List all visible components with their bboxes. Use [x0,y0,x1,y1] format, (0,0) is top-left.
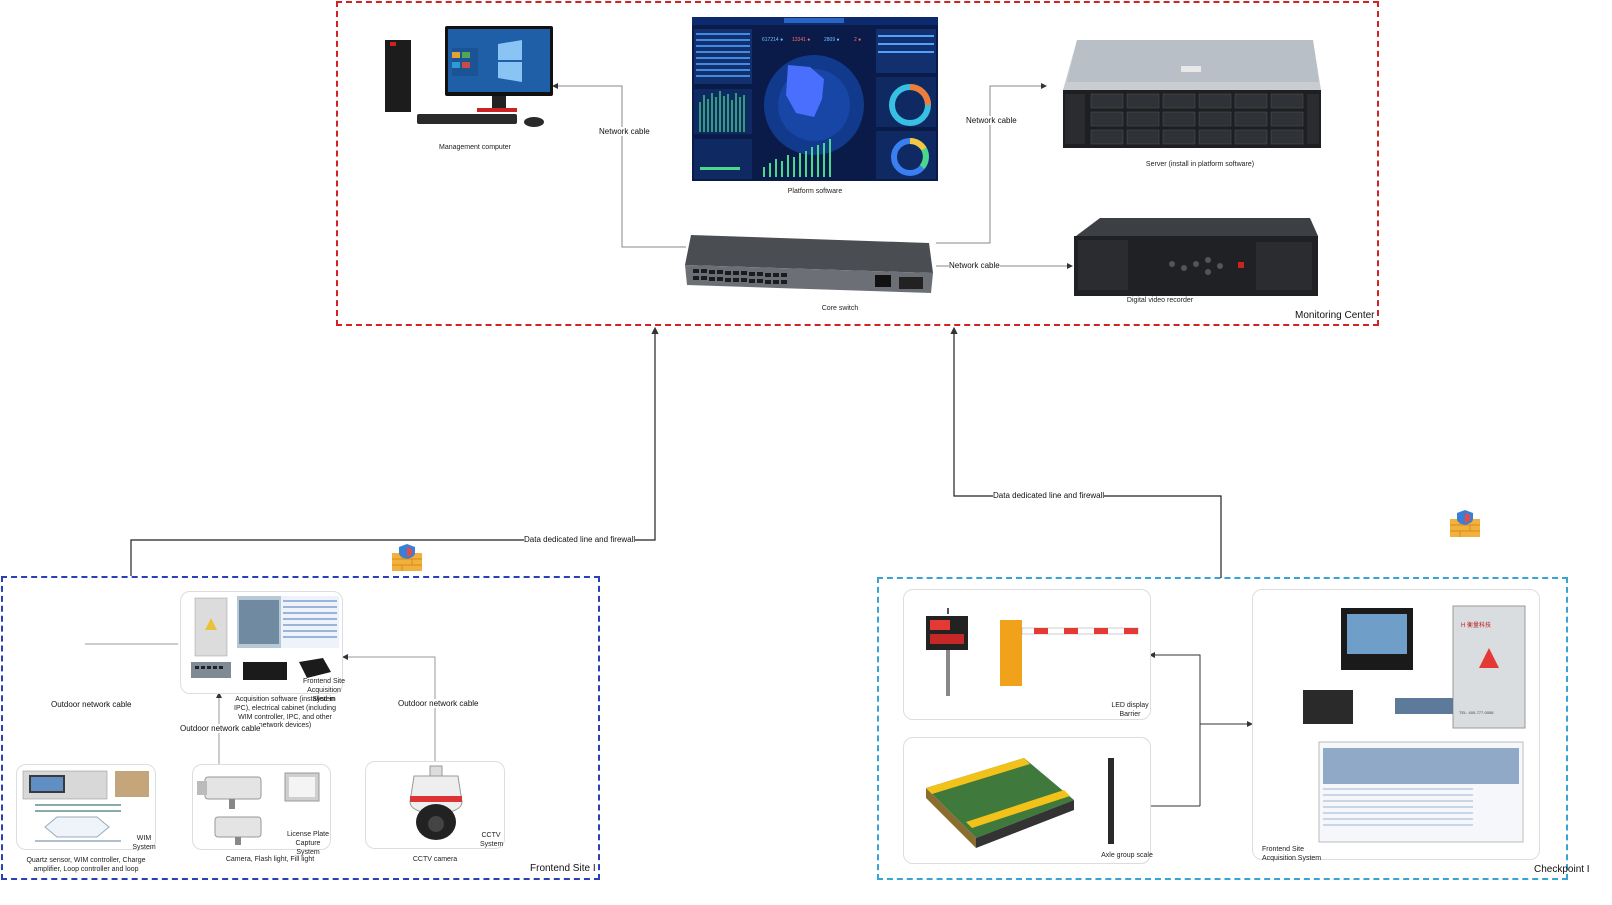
camera-caption: Camera, Flash light, Fill light [225,856,315,863]
led-barrier-icon [926,608,1139,696]
acquisition-software-label: Acquisition software (installed in IPC),… [234,696,336,730]
acquisition-equipment-icon [191,596,339,680]
camera-card [192,764,331,850]
frontend-site-title: Frontend Site I [530,863,596,874]
cabinet-brand: H 衡量科技 [1461,623,1492,629]
firewall-icon [1448,509,1482,539]
edge-switch-pc [552,83,686,248]
firewall-icon [390,543,424,573]
axle-scale-card [903,737,1151,864]
camera-icon [197,772,320,845]
edge-label-dvr: Network cable [949,261,1000,270]
wim-system-label: WIM System [132,835,156,851]
dashboard-kpi-3: 2 ● [854,37,862,43]
cabinet-tel: TEL: 400-777-0058 [1459,710,1494,715]
platform-software-screen: 617214 ● 13341 ● 2809 ● 2 ● [692,17,938,181]
cctv-caption: CCTV camera [412,856,458,863]
computer-icon [385,26,553,127]
checkpoint-acq-card: H 衡量科技 TEL: 400-777-0058 [1252,589,1540,860]
dvr-icon [1074,218,1318,296]
cctv-icon [409,765,463,840]
edge-label-server: Network cable [966,116,1017,125]
edge-frontend-uplink [130,326,659,576]
wim-system-card [16,764,156,850]
lpr-system-label: License Plate Capture System [286,831,330,856]
monitoring-center-title: Monitoring Center [1295,310,1375,321]
frontend-acq-system-label: Frontend Site Acquisition System [302,678,346,703]
checkpoint-region [877,577,1568,880]
digital-video-recorder [1072,214,1320,298]
edge-checkpoint-led [1149,652,1201,806]
server [1061,38,1323,150]
wim-caption: Quartz sensor, WIM controller, Charge am… [26,857,146,873]
core-switch [685,233,935,295]
dashboard-kpi-2: 2809 ● [824,37,840,43]
switch-icon [685,235,933,293]
dvr-label: Digital video recorder [1126,297,1194,304]
dashboard-kpi-0: 617214 ● [762,37,784,43]
frontend-edge-left-label: Outdoor network cable [51,700,132,709]
wim-equipment-icon [22,770,149,842]
management-computer [382,22,557,132]
acquisition-cabinet-card [180,591,343,694]
core-switch-label: Core switch [821,305,859,312]
led-barrier-label: LED display Barrier [1111,702,1149,718]
checkpoint-acq-label: Frontend Site Acquisition System [1262,846,1322,862]
checkpoint-acq-icon [1303,605,1526,843]
checkpoint-uplink-label: Data dedicated line and firewall [993,491,1105,500]
edge-checkpoint-uplink [950,326,1222,578]
dashboard-kpi-1: 13341 ● [792,37,811,43]
edge-switch-server [936,83,1047,244]
axle-scale-icon [926,758,1114,848]
led-barrier-card [903,589,1151,720]
axle-scale-label: Axle group scale [1101,852,1153,859]
cctv-system-label: CCTV System [480,832,504,848]
monitoring-center-region [336,1,1379,326]
frontend-edge-right-label: Outdoor network cable [398,699,479,708]
platform-software-label: Platform software [787,188,843,195]
edge-frontend-right [342,654,436,764]
edge-label-pc: Network cable [599,127,650,136]
checkpoint-title: Checkpoint I [1534,864,1590,875]
frontend-site-region [1,576,600,880]
management-computer-label: Management computer [439,144,511,151]
frontend-edge-center-label: Outdoor network cable [180,724,261,733]
server-label: Server (install in platform software) [1145,161,1255,168]
frontend-uplink-label: Data dedicated line and firewall [524,535,636,544]
server-icon [1063,40,1321,148]
cctv-card [365,761,505,849]
